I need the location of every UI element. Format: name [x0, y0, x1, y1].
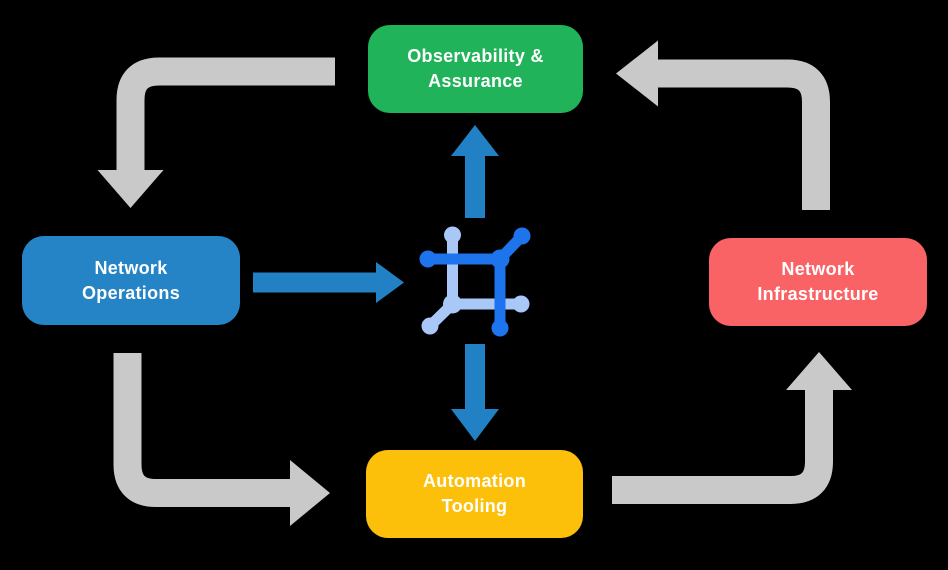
arrowhead-right-icon [290, 460, 330, 526]
node-observability-assurance: Observability & Assurance [368, 25, 583, 113]
arrowhead-up-icon [786, 352, 852, 390]
arrow-infrastructure-to-observability [616, 40, 830, 210]
arrow-operations-to-automation [113, 353, 330, 526]
node-label: Observability & Assurance [407, 46, 544, 91]
node-automation-tooling: Automation Tooling [366, 450, 583, 538]
arrow-automation-to-infrastructure [612, 352, 852, 504]
arrow-observability-to-operations [97, 57, 335, 208]
arrowhead-down-icon [451, 409, 499, 441]
node-network-infrastructure: Network Infrastructure [709, 238, 927, 326]
node-label: Network Infrastructure [757, 259, 879, 304]
node-label: Automation Tooling [423, 471, 526, 516]
network-nodes-icon [419, 226, 531, 337]
arrow-shaft [113, 353, 292, 507]
arrow-center-to-automation [451, 344, 499, 441]
icon-secondary-nodes [421, 226, 530, 335]
arrowhead-up-icon [451, 125, 499, 156]
arrow-shaft [612, 390, 833, 504]
arrowhead-right-icon [376, 262, 404, 303]
arrowhead-down-icon [97, 170, 164, 208]
icon-primary-nodes [419, 227, 531, 337]
arrow-shaft [116, 57, 335, 172]
arrow-shaft [658, 59, 830, 210]
node-label: Network Operations [81, 257, 181, 303]
node-network-operations: Network Operations [22, 236, 240, 325]
arrow-operations-to-center [253, 262, 404, 303]
arrowhead-left-icon [616, 40, 658, 107]
arrow-center-to-observability [451, 125, 499, 218]
